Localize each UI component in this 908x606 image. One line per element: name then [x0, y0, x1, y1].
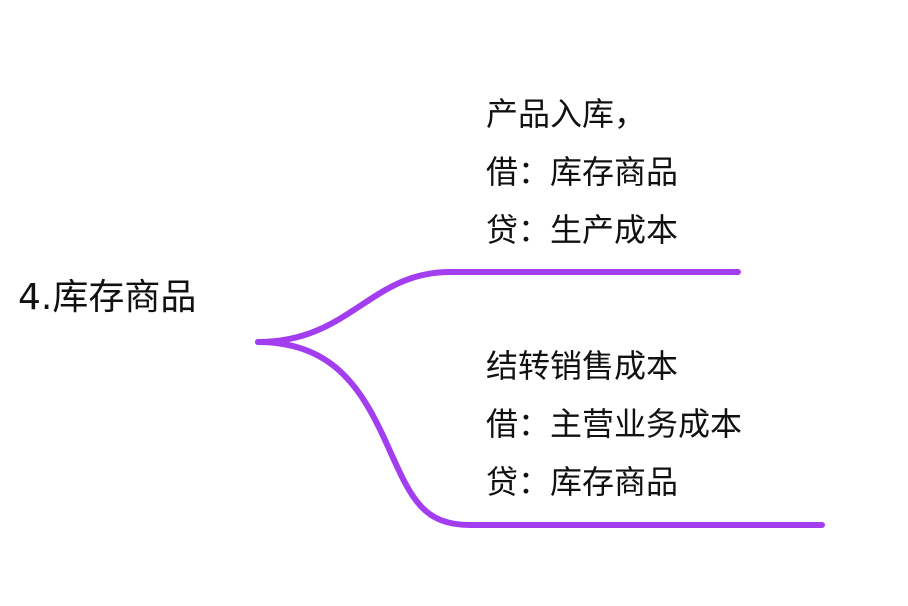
connector-upper-branch — [255, 269, 741, 345]
root-topic: 4.库存商品 — [18, 277, 197, 318]
branch-lower: 结转销售成本 借：主营业务成本 贷：库存商品 — [486, 337, 742, 511]
branch-upper-line-2: 借：库存商品 — [486, 153, 679, 191]
branch-upper: 产品入库， 借：库存商品 贷：生产成本 — [486, 85, 678, 259]
connector-lower-branch — [255, 339, 825, 528]
branch-upper-line-3: 贷：生产成本 — [486, 211, 679, 249]
branch-upper-line-1: 产品入库， — [486, 95, 647, 133]
branch-lower-line-1: 结转销售成本 — [486, 347, 679, 385]
branch-lower-line-2: 借：主营业务成本 — [486, 405, 743, 443]
branch-lower-line-3: 贷：库存商品 — [486, 463, 679, 501]
